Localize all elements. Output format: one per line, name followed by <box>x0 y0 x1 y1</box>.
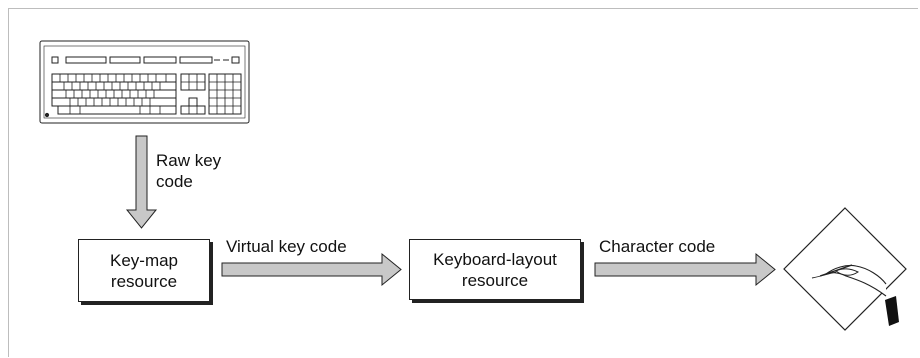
raw-key-code-label: Raw key code <box>156 150 221 192</box>
character-code-arrow <box>594 252 776 287</box>
hand-writing-icon <box>783 207 907 331</box>
raw-key-code-line2: code <box>156 172 193 191</box>
keyboard-layout-resource-box: Keyboard-layout resource <box>409 239 581 300</box>
virtual-key-code-label: Virtual key code <box>226 237 347 256</box>
keyboard-layout-line1: Keyboard-layout <box>433 249 557 269</box>
character-code-label: Character code <box>599 237 716 256</box>
key-map-resource-label: Key-map resource <box>110 250 178 292</box>
virtual-code-arrow <box>221 252 402 287</box>
diagram-frame <box>8 8 918 357</box>
key-map-line2: resource <box>110 271 178 291</box>
keyboard-layout-line2: resource <box>461 270 529 290</box>
raw-code-arrow <box>125 135 158 229</box>
keyboard-icon <box>39 40 250 124</box>
key-map-line1: Key-map <box>109 250 179 270</box>
raw-key-code-line1: Raw key <box>156 151 222 170</box>
keyboard-layout-resource-label: Keyboard-layout resource <box>433 249 557 291</box>
key-map-resource-box: Key-map resource <box>78 239 210 302</box>
